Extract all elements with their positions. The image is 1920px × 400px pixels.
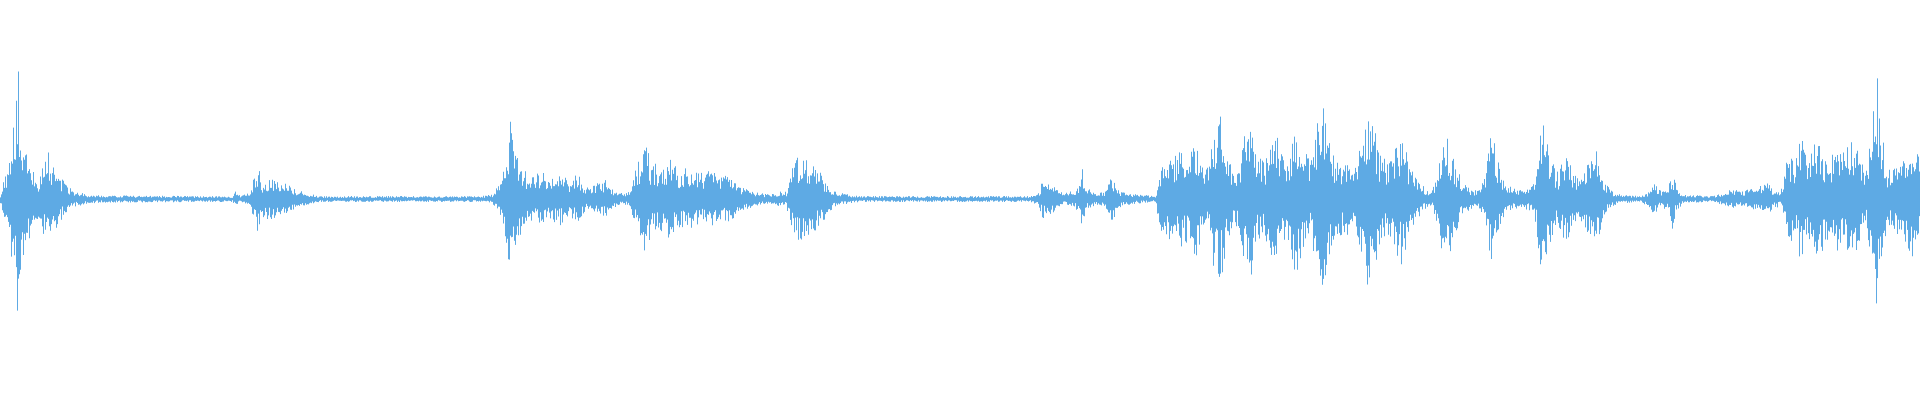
waveform-path: [0, 71, 1920, 311]
